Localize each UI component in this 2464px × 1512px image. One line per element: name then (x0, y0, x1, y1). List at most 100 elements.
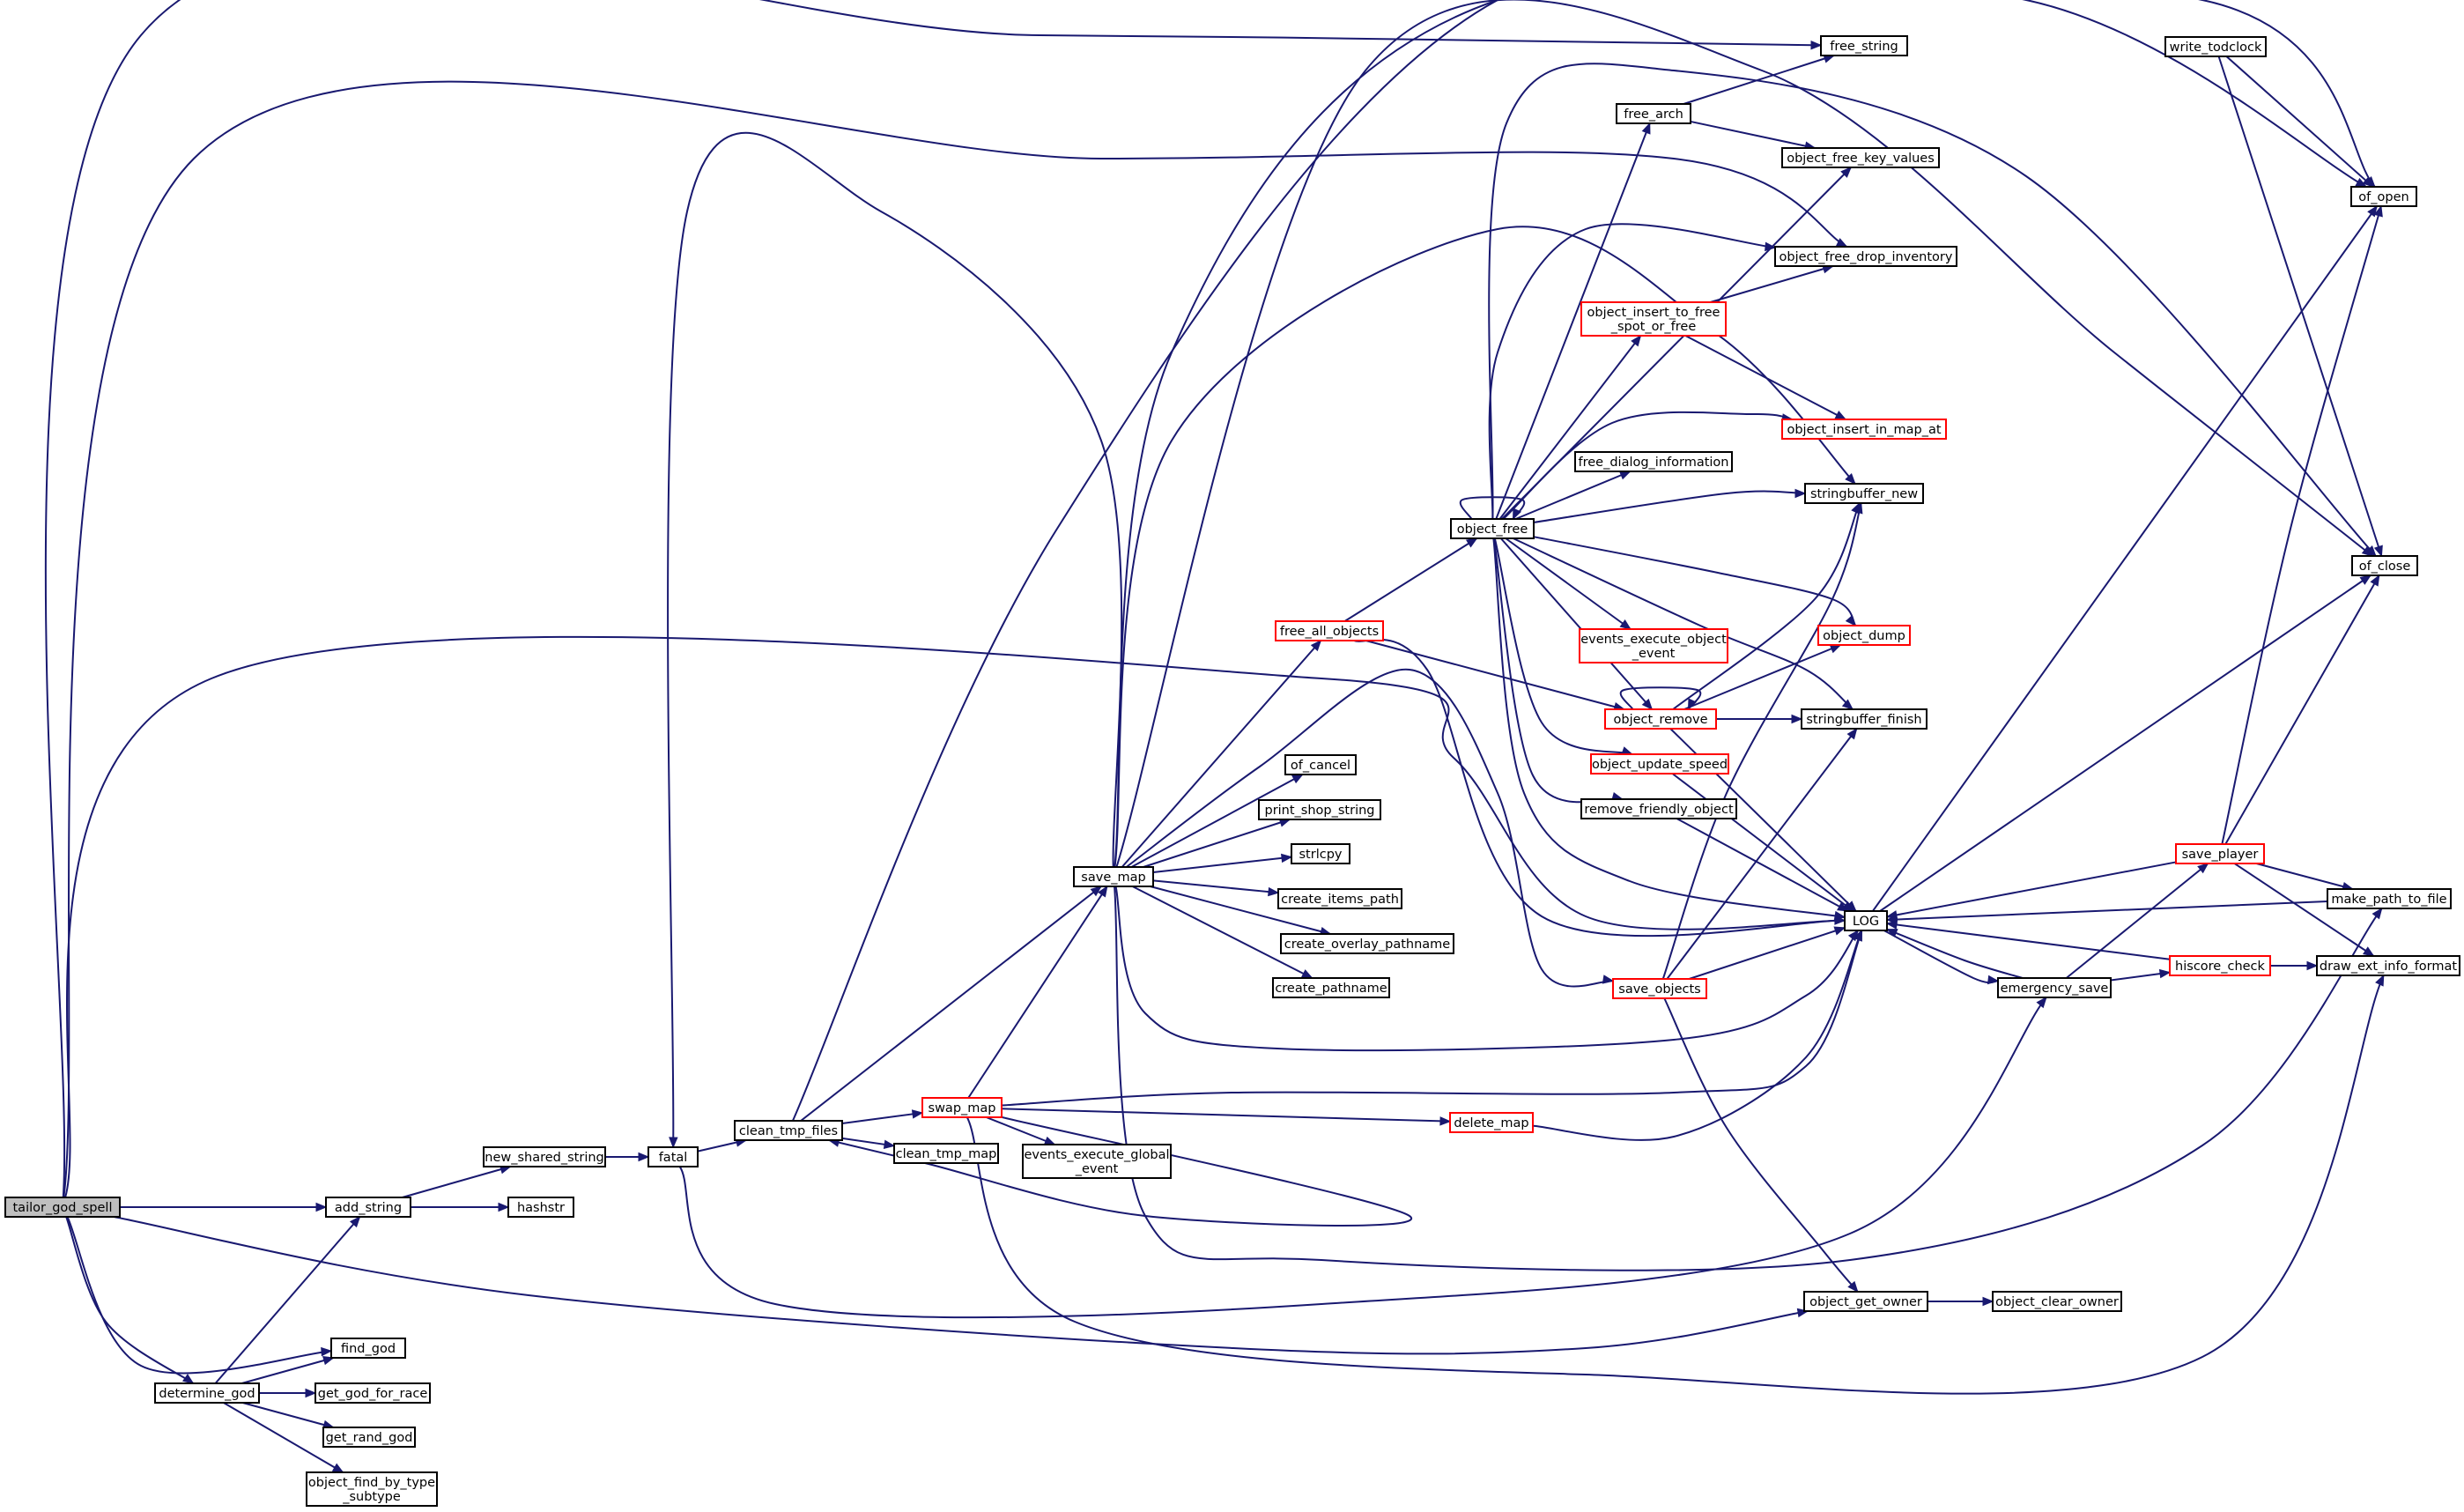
edge-line (1492, 537, 1846, 918)
node-object-get-owner[interactable]: object_get_owner (1803, 1291, 1928, 1312)
node-object-remove[interactable]: object_remove (1604, 708, 1717, 730)
node-object-insert-to-free-spot-or-free[interactable]: object_insert_to_free_spot_or_free (1580, 301, 1727, 337)
edge-line (1532, 930, 1863, 1141)
node-label: determine_god (159, 1387, 255, 1401)
node-label: free_string (1830, 40, 1898, 54)
node-of-close[interactable]: of_close (2351, 555, 2418, 576)
node-events-execute-object-event[interactable]: events_execute_object_event (1579, 628, 1728, 663)
node-object-free-key-values[interactable]: object_free_key_values (1781, 147, 1940, 168)
node-free-string[interactable]: free_string (1820, 35, 1908, 56)
node-box (647, 1146, 699, 1167)
node-of-cancel[interactable]: of_cancel (1284, 754, 1357, 775)
node-hashstr[interactable]: hashstr (507, 1197, 574, 1218)
node-tailor-god-spell[interactable]: tailor_god_spell (4, 1197, 121, 1218)
node-free-all-objects[interactable]: free_all_objects (1275, 620, 1384, 641)
edge-object_free-to-free_dialog_information (1515, 471, 1632, 520)
node-object-insert-in-map-at[interactable]: object_insert_in_map_at (1781, 419, 1947, 440)
edge-line (44, 0, 1822, 1198)
node-remove-friendly-object[interactable]: remove_friendly_object (1580, 798, 1737, 819)
edge-line (1365, 640, 1624, 710)
arrowhead (2373, 204, 2383, 218)
node-get-rand-god[interactable]: get_rand_god (322, 1427, 416, 1448)
node-object-dump[interactable]: object_dump (1817, 625, 1911, 646)
node-object-clear-owner[interactable]: object_clear_owner (1992, 1291, 2122, 1312)
edge-object_insert_to_free_spot_or_free-to-object_free_drop_inventory (1710, 264, 1834, 303)
node-find-god[interactable]: find_god (330, 1338, 406, 1359)
node-box (1803, 1291, 1928, 1312)
node-create-pathname[interactable]: create_pathname (1272, 977, 1390, 998)
node-label: LOG (1853, 915, 1879, 929)
node-save-player[interactable]: save_player (2175, 843, 2265, 864)
node-determine-god[interactable]: determine_god (154, 1382, 260, 1404)
node-object-free[interactable]: object_free (1450, 518, 1535, 539)
edge-line (966, 975, 2385, 1395)
arrowhead (349, 1216, 361, 1228)
node-object-find-by-type-subtype[interactable]: object_find_by_type_subtype (306, 1471, 438, 1507)
node-label: object_get_owner (1809, 1295, 1922, 1309)
edge-clean_tmp_files-to-clean_tmp_map (841, 1137, 896, 1149)
edge-line (1886, 900, 2328, 921)
node-print-shop-string[interactable]: print_shop_string (1258, 799, 1381, 820)
node-create-items-path[interactable]: create_items_path (1277, 888, 1402, 909)
node-label: of_close (2359, 560, 2411, 574)
node-add-string[interactable]: add_string (325, 1197, 411, 1218)
node-label: events_execute_global (1024, 1148, 1169, 1162)
node-stringbuffer-finish[interactable]: stringbuffer_finish (1801, 708, 1928, 730)
node-write-todclock[interactable]: write_todclock (2164, 36, 2267, 57)
node-label: draw_ext_info_format (2320, 960, 2457, 974)
node-new-shared-string[interactable]: new_shared_string (483, 1146, 606, 1167)
node-create-overlay-pathname[interactable]: create_overlay_pathname (1280, 933, 1454, 954)
node-clean-tmp-files[interactable]: clean_tmp_files (734, 1120, 843, 1141)
node-box (1804, 483, 1924, 504)
edge-save_map-to-of_close (1115, 0, 2374, 868)
edge-line (1150, 886, 1331, 935)
node-free-dialog-information[interactable]: free_dialog_information (1574, 451, 1733, 472)
node-emergency-save[interactable]: emergency_save (1997, 977, 2112, 998)
arrowhead (498, 1202, 510, 1212)
edge-hiscore_check-to-LOG (1885, 920, 2171, 960)
node-box (734, 1120, 843, 1141)
edge-line (2221, 205, 2382, 845)
edge-make_path_to_file-to-LOG (1885, 900, 2328, 924)
node-stringbuffer-new[interactable]: stringbuffer_new (1804, 483, 1924, 504)
node-box (1450, 518, 1535, 539)
node-box (507, 1197, 574, 1218)
node-swap-map[interactable]: swap_map (921, 1097, 1003, 1118)
node-label: create_overlay_pathname (1284, 938, 1451, 952)
arrowhead (1631, 334, 1642, 347)
node-events-execute-global-event[interactable]: events_execute_global_event (1022, 1144, 1172, 1179)
node-of-open[interactable]: of_open (2350, 186, 2417, 207)
node-label: fatal (659, 1151, 688, 1165)
node-LOG[interactable]: LOG (1844, 910, 1888, 931)
edge-line (1114, 0, 2376, 868)
node-draw-ext-info-format[interactable]: draw_ext_info_format (2316, 955, 2460, 976)
arrowhead (1465, 537, 1478, 548)
node-object-update-speed[interactable]: object_update_speed (1590, 753, 1729, 775)
node-box (1449, 1112, 1534, 1133)
edge-line (2224, 574, 2380, 845)
node-box (2316, 955, 2460, 976)
node-label: get_rand_god (326, 1431, 413, 1445)
edge-line (1883, 930, 1999, 984)
arrowhead (1619, 619, 1632, 630)
edge-tailor_god_spell-to-add_string (120, 1202, 328, 1212)
edge-line (1495, 122, 1651, 520)
node-hiscore-check[interactable]: hiscore_check (2169, 955, 2271, 976)
node-label: _spot_or_free (1610, 320, 1697, 334)
node-make-path-to-file[interactable]: make_path_to_file (2327, 888, 2452, 909)
node-fatal[interactable]: fatal (647, 1146, 699, 1167)
node-save-map[interactable]: save_map (1073, 866, 1154, 887)
node-box (483, 1146, 606, 1167)
node-strlcpy[interactable]: strlcpy (1291, 843, 1350, 864)
node-clean-tmp-map[interactable]: clean_tmp_map (893, 1143, 999, 1164)
node-get-god-for-race[interactable]: get_god_for_race (314, 1382, 431, 1404)
node-save-objects[interactable]: save_objects (1612, 978, 1707, 999)
edge-save_objects-to-stringbuffer_finish (1666, 727, 1858, 980)
node-box (1817, 625, 1911, 646)
edge-free_arch-to-object_free_key_values (1690, 120, 1817, 151)
node-object-free-drop-inventory[interactable]: object_free_drop_inventory (1774, 246, 1957, 267)
node-delete-map[interactable]: delete_map (1449, 1112, 1534, 1133)
node-free-arch[interactable]: free_arch (1616, 103, 1691, 124)
node-box (2175, 843, 2265, 864)
node-box (921, 1097, 1003, 1118)
